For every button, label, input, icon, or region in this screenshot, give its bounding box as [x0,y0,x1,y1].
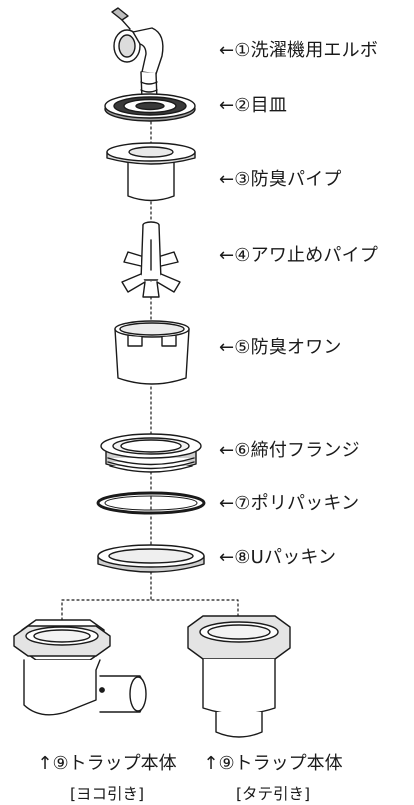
deodorizing-pipe-illustration [106,142,196,202]
washer-elbow-illustration [111,7,164,104]
trap-caption-side: ↑⑨トラップ本体 [ヨコ引き] [26,753,188,804]
trap-caption-vertical-title: ↑⑨トラップ本体 [203,753,343,774]
deodorizing-bowl-illustration [114,320,190,385]
u-packing-illustration [97,544,205,573]
label-u-packing: ←⑧Uパッキン [219,547,337,568]
tightening-flange-illustration [100,433,202,473]
label-deodorizing-pipe: ←③防臭パイプ [219,169,342,190]
trap-body-vertical-outlet-illustration [187,615,291,738]
strainer-plate-illustration [104,93,196,122]
label-strainer-plate: ←②目皿 [219,95,288,116]
trap-caption-vertical-subtitle: [タテ引き] [235,785,311,803]
trap-caption-vertical: ↑⑨トラップ本体 [タテ引き] [192,753,354,804]
poly-packing-illustration [96,491,206,515]
anti-foam-pipe-illustration [121,221,181,298]
label-deodorizing-bowl: ←⑤防臭オワン [219,337,342,358]
label-tightening-flange: ←⑥締付フランジ [219,440,360,461]
trap-body-side-outlet-illustration [13,619,147,716]
trap-caption-side-subtitle: [ヨコ引き] [69,785,145,803]
label-washer-elbow: ←①洗濯機用エルボ [219,40,379,61]
trap-caption-side-title: ↑⑨トラップ本体 [37,753,177,774]
trap-branch-line [61,599,239,621]
label-poly-packing: ←⑦ポリパッキン [219,493,360,514]
label-anti-foam-pipe: ←④アワ止めパイプ [219,245,379,266]
